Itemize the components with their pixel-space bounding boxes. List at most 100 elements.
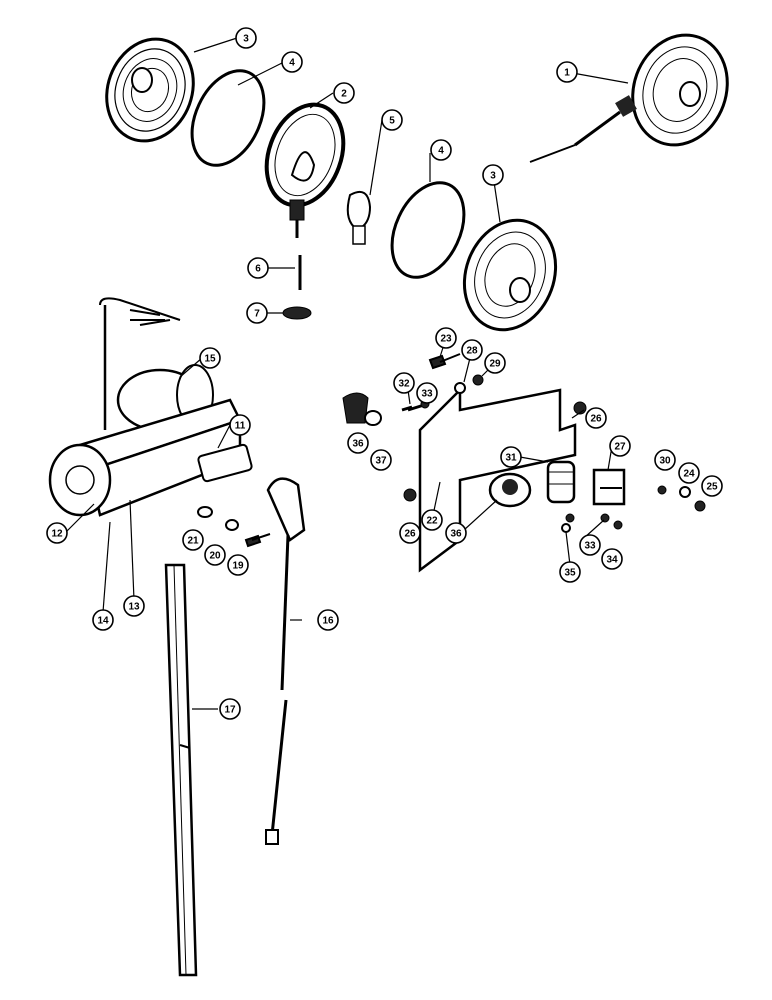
callout-number: 6 [255,264,261,275]
lamp-rim-part-3-upper [105,37,195,143]
callout-number: 27 [614,442,626,453]
callout-28: 28 [461,339,483,361]
callout-26: 26 [585,407,607,429]
callout-16: 16 [317,609,339,631]
callout-number: 31 [505,453,517,464]
callout-circle [701,475,723,497]
callout-35: 35 [559,561,581,583]
callout-circle [333,82,355,104]
callout-20: 20 [204,544,226,566]
screw-part-23 [428,353,461,370]
callout-number: 29 [489,359,501,370]
callout-24: 24 [678,462,700,484]
lamp-rim-part-3-lower [462,218,558,332]
callout-circle [399,522,421,544]
callout-number: 25 [706,482,718,493]
callout-17: 17 [219,698,241,720]
callout-circle [421,509,443,531]
callout-circle [381,109,403,131]
callout-circle [219,698,241,720]
callout-number: 33 [421,389,433,400]
callout-34: 34 [601,548,623,570]
callout-circle [317,609,339,631]
callout-3: 3 [235,27,257,49]
callout-number: 4 [289,58,295,69]
callout-7: 7 [246,302,268,324]
callout-circle [246,302,268,324]
lockwasher-part-20 [225,519,239,531]
callout-27: 27 [609,435,631,457]
callout-number: 1 [564,68,570,79]
wiper-blade-part-17 [164,563,198,977]
callout-33: 33 [579,534,601,556]
callout-22: 22 [421,509,443,531]
callout-circle [445,522,467,544]
screw-part-32 [401,403,425,412]
nut-part-29 [472,374,484,386]
callout-2: 2 [333,82,355,104]
callout-31: 31 [500,446,522,468]
callout-25: 25 [701,475,723,497]
callout-number: 16 [322,616,334,627]
callout-30: 30 [654,449,676,471]
nut-part-30 [657,485,667,495]
callout-circle [484,352,506,374]
callout-circle [579,534,601,556]
callout-number: 35 [564,568,576,579]
callout-36: 36 [445,522,467,544]
callout-number: 33 [584,541,596,552]
callout-4: 4 [281,51,303,73]
callout-circle [347,432,369,454]
callout-circle [500,446,522,468]
callout-circle [281,51,303,73]
callout-circle [601,548,623,570]
callout-number: 24 [683,469,695,480]
wiper-arm-part-16 [265,477,306,845]
callout-number: 22 [426,516,438,527]
callout-circle [482,164,504,186]
callout-number: 3 [490,171,496,182]
sealed-beam-part-2 [264,102,346,238]
callout-circle [235,27,257,49]
callout-number: 23 [440,334,452,345]
callout-15: 15 [199,347,221,369]
switch-part-36-lower [488,472,532,508]
washer-part-35 [561,523,571,533]
callout-circle [430,139,452,161]
callout-number: 21 [187,536,199,547]
callout-number: 11 [235,421,246,432]
callout-circle [204,544,226,566]
seal-ring-part-4-lower [390,181,466,279]
callout-number: 3 [243,34,249,45]
callout-5: 5 [381,109,403,131]
callout-26: 26 [399,522,421,544]
grommet-part-7 [282,306,312,320]
callout-6: 6 [247,257,269,279]
callout-number: 34 [606,555,618,566]
callout-circle [678,462,700,484]
callout-29: 29 [484,352,506,374]
callout-circle [229,414,251,436]
callout-number: 12 [51,529,63,540]
callout-11: 11 [229,414,251,436]
connector-part-31 [546,460,576,504]
callout-circle [416,382,438,404]
callout-23: 23 [435,327,457,349]
callout-1: 1 [556,61,578,83]
callout-number: 13 [128,602,140,613]
callout-circle [585,407,607,429]
callout-circle [247,257,269,279]
nut-part-33-lower-b [600,513,610,523]
callout-number: 4 [438,146,444,157]
callout-number: 19 [232,561,244,572]
callout-number: 17 [224,705,236,716]
callout-circle [199,347,221,369]
washer-part-24 [679,486,691,498]
callout-circle [123,595,145,617]
callout-number: 36 [450,529,462,540]
washer-part-21 [197,506,213,518]
seal-ring-part-4-upper [190,69,266,167]
callout-number: 7 [254,309,260,320]
callout-number: 32 [398,379,410,390]
callout-circle [435,327,457,349]
